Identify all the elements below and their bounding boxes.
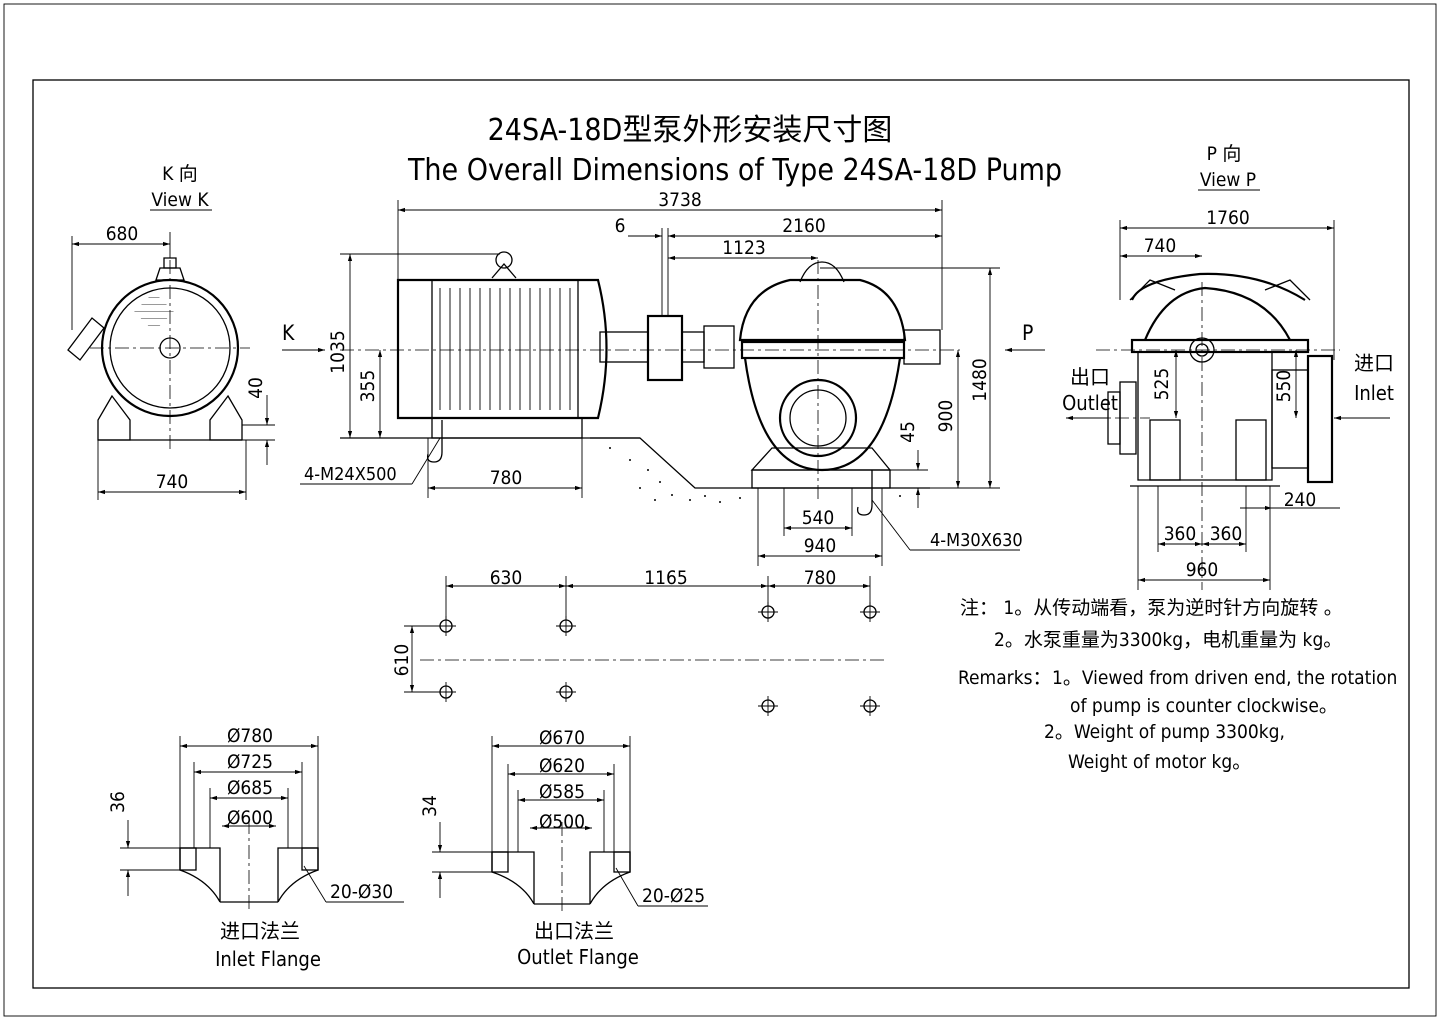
dim-1035: 1035: [327, 330, 349, 374]
note-en-1b: of pump is counter clockwise。: [1070, 695, 1338, 717]
outlet-label-cn: 出口: [1070, 365, 1110, 389]
inlet-dia-780: Ø780: [227, 725, 273, 747]
dim-630: 630: [490, 567, 523, 589]
view-p-dim-740: 740: [1144, 235, 1177, 257]
view-p-dim-550: 550: [1273, 370, 1295, 403]
dim-6: 6: [615, 215, 626, 237]
inlet-thickness-36: 36: [107, 791, 129, 813]
view-k-dim-680: 680: [106, 223, 139, 245]
inlet-flange: Ø780 Ø725 Ø685 Ø600 36 20-Ø30 进口法兰 Inlet…: [107, 725, 404, 971]
view-p-dim-360-right: 360: [1210, 523, 1243, 545]
dim-45: 45: [897, 421, 919, 443]
view-p-dim-1760: 1760: [1206, 207, 1250, 229]
coupling: [646, 314, 684, 382]
title-en: The Overall Dimensions of Type 24SA-18D …: [407, 153, 1062, 188]
view-k-label-cn: K 向: [162, 163, 198, 185]
dim-2160: 2160: [782, 215, 826, 237]
view-k: K 向 View K 680 740 40: [67, 163, 275, 500]
title-cn: 24SA-18D型泵外形安装尺寸图: [488, 113, 893, 148]
bolt-left-label: 4-M24X500: [304, 464, 397, 485]
dim-540: 540: [802, 507, 835, 529]
dim-900: 900: [935, 400, 957, 433]
dim-355: 355: [357, 370, 379, 403]
arrow-p-label: P: [1022, 321, 1033, 345]
note-cn-2: 2。水泵重量为3300kg，电机重量为 kg。: [994, 629, 1342, 651]
inlet-holes: 20-Ø30: [330, 881, 393, 903]
outlet-dia-670: Ø670: [539, 727, 585, 749]
view-k-dim-40: 40: [245, 377, 267, 399]
dim-1123: 1123: [722, 237, 766, 259]
pump-upper-casing: [738, 278, 907, 342]
inlet-dia-600: Ø600: [227, 807, 273, 829]
view-p-label-en: View P: [1200, 169, 1256, 191]
view-p-dim-240: 240: [1284, 489, 1317, 511]
view-p: P 向 View P 1760 740 525 550 24: [1062, 143, 1394, 590]
bolt-right-label: 4-M30X630: [930, 530, 1023, 551]
dim-780-motor: 780: [490, 467, 523, 489]
arrow-k-label: K: [282, 321, 295, 345]
note-en-2a: 2。Weight of pump 3300kg,: [1044, 721, 1285, 743]
motor-body: [396, 278, 608, 420]
view-p-dim-960: 960: [1186, 559, 1219, 581]
outlet-flange-label-en: Outlet Flange: [517, 945, 639, 969]
inlet-dia-685: Ø685: [227, 777, 273, 799]
view-p-dim-360-left: 360: [1164, 523, 1197, 545]
view-p-dim-525: 525: [1151, 368, 1173, 401]
view-p-label-cn: P 向: [1207, 143, 1242, 165]
outlet-label-en: Outlet: [1062, 391, 1118, 415]
inner-border: [32, 79, 1410, 989]
note-en-2b: Weight of motor kg。: [1068, 751, 1251, 773]
outlet-flange: Ø670 Ø620 Ø585 Ø500 34 20-Ø25 出口法兰 Outle…: [419, 727, 708, 969]
dim-780-foundation: 780: [804, 567, 837, 589]
outlet-flange-label-cn: 出口法兰: [534, 919, 614, 943]
dim-610: 610: [391, 644, 413, 677]
inlet-flange-label-cn: 进口法兰: [220, 919, 300, 943]
outlet-thickness-34: 34: [419, 795, 441, 817]
note-en-1a: 1。Viewed from driven end, the rotation: [1052, 667, 1397, 689]
note-cn-1: 注： 1。从传动端看，泵为逆时针方向旋转 。: [960, 597, 1343, 619]
inlet-label-cn: 进口: [1354, 351, 1394, 375]
view-k-dim-740: 740: [156, 471, 189, 493]
note-en-prefix: Remarks：: [958, 667, 1052, 689]
inlet-dia-725: Ø725: [227, 751, 273, 773]
inlet-flange-label-en: Inlet Flange: [215, 947, 321, 971]
dim-1165: 1165: [644, 567, 688, 589]
outlet-dia-585: Ø585: [539, 781, 585, 803]
view-k-label-en: View K: [151, 189, 209, 211]
notes: 注： 1。从传动端看，泵为逆时针方向旋转 。 2。水泵重量为3300kg，电机重…: [958, 597, 1397, 773]
inlet-label-en: Inlet: [1354, 381, 1394, 405]
dim-940: 940: [804, 535, 837, 557]
main-view: 3738 6 2160 1123 1035 355 1480 900 45 78…: [300, 189, 1023, 566]
outlet-holes: 20-Ø25: [642, 885, 705, 907]
dim-1480: 1480: [969, 358, 991, 402]
outlet-dia-620: Ø620: [539, 755, 585, 777]
foundation-plan: 630 1165 780 610: [391, 567, 884, 716]
outer-border: [3, 3, 1437, 1017]
dim-3738: 3738: [658, 189, 702, 211]
